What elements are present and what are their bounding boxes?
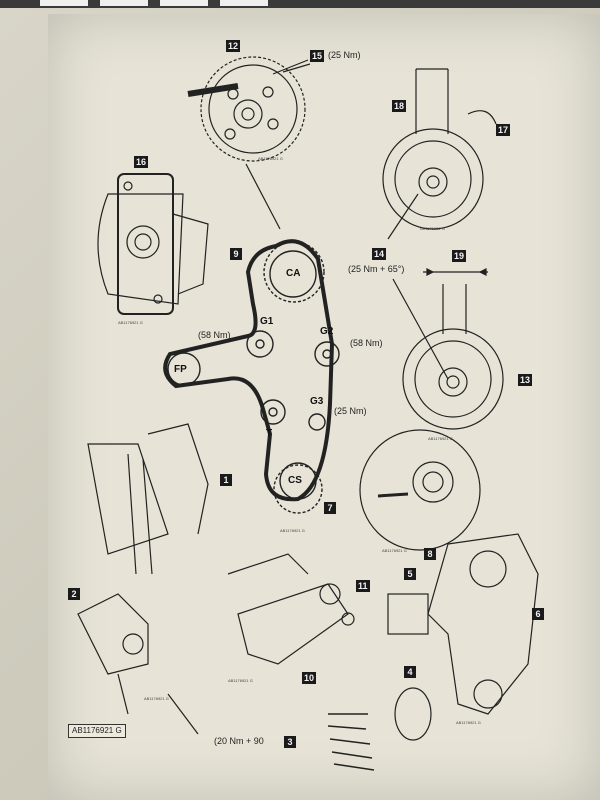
torque-14: (25 Nm + 65°) [348,264,405,274]
timing-belt [163,239,335,502]
figure-ref-9: AB1176921 G [144,696,169,701]
camshaft-sprocket-drawing [187,56,311,162]
pulley-g2 [314,341,340,367]
tensioner-bracket-drawing [97,173,209,315]
footer-figure-ref: AB1176921 G [68,724,126,738]
top-tab-4[interactable] [220,0,268,6]
pulley-label-cs: CS [288,475,302,486]
pulley-ca-outline [263,241,325,303]
torque-g1: (58 Nm) [198,330,231,340]
figure-ref-3: AB1176921 G [118,320,143,325]
callout-15: 15 [310,50,325,62]
figure-ref-1: AB1176921 G [258,156,283,161]
figure-ref-7: AB1176921 G [228,678,253,683]
callout-11: 11 [356,580,370,592]
callout-4: 4 [404,666,416,678]
pulley-ca [269,250,317,298]
torque-3: (20 Nm + 90 [214,736,264,746]
callout-16: 16 [134,156,149,168]
timing-belt-diagram: 12 15 (25 Nm) 16 18 17 9 14 (25 Nm + 65°… [48,14,600,800]
callout-1: 1 [220,474,232,486]
pulley-cs [279,462,317,500]
figure-ref-6: AB1176921 G [382,548,407,553]
callout-8: 8 [424,548,436,560]
callout-14: 14 [372,248,387,260]
top-tab-3[interactable] [160,0,208,6]
callout-10: 10 [302,672,317,684]
pulley-g1 [246,330,274,358]
engine-block-sketch-1 [87,423,209,575]
torque-g3: (25 Nm) [334,406,367,416]
pulley-label-ca: CA [286,268,301,279]
callout-2: 2 [68,588,80,600]
tensioner-drawing-top [382,68,497,230]
callout-13: 13 [518,374,533,386]
callout-7: 7 [324,502,336,514]
pulley-label-g2: G2 [320,326,334,337]
figure-ref-8: AB1176921 G [456,720,481,725]
callout-3: 3 [284,736,296,748]
pulley-label-t: T [266,428,273,439]
pulley-t [260,399,286,425]
pulley-g3 [308,413,326,431]
pulley-label-g1: G1 [260,316,274,327]
callout-6: 6 [532,608,544,620]
callout-12: 12 [226,40,241,52]
window-top-bar [0,0,600,8]
pulley-fp [167,352,201,386]
top-tab-2[interactable] [100,0,148,6]
leader-line [245,163,281,230]
water-pump-sketch [387,533,539,741]
callout-5: 5 [404,568,416,580]
bolt-set [327,713,375,771]
bracket-sketch [227,553,355,665]
figure-ref-2: AB1176921 G [420,226,445,231]
figure-ref-5: AB1176921 G [280,528,305,533]
tensioner-drawing-bottom [402,268,504,430]
diagram-artwork [77,56,539,771]
crankshaft-detail-drawing [359,429,481,551]
callout-18: 18 [392,100,407,112]
leader-line [387,193,419,240]
locking-tool-sketch [77,593,199,735]
callout-19: 19 [452,250,467,262]
pulley-label-fp: FP [174,364,187,375]
leader-line [392,278,449,380]
torque-15: (25 Nm) [328,50,361,60]
pulley-label-g3: G3 [310,396,324,407]
torque-g2: (58 Nm) [350,338,383,348]
callout-9: 9 [230,248,242,260]
top-tab-1[interactable] [40,0,88,6]
figure-ref-4: AB1176921 G [428,436,453,441]
callout-17: 17 [496,124,511,136]
